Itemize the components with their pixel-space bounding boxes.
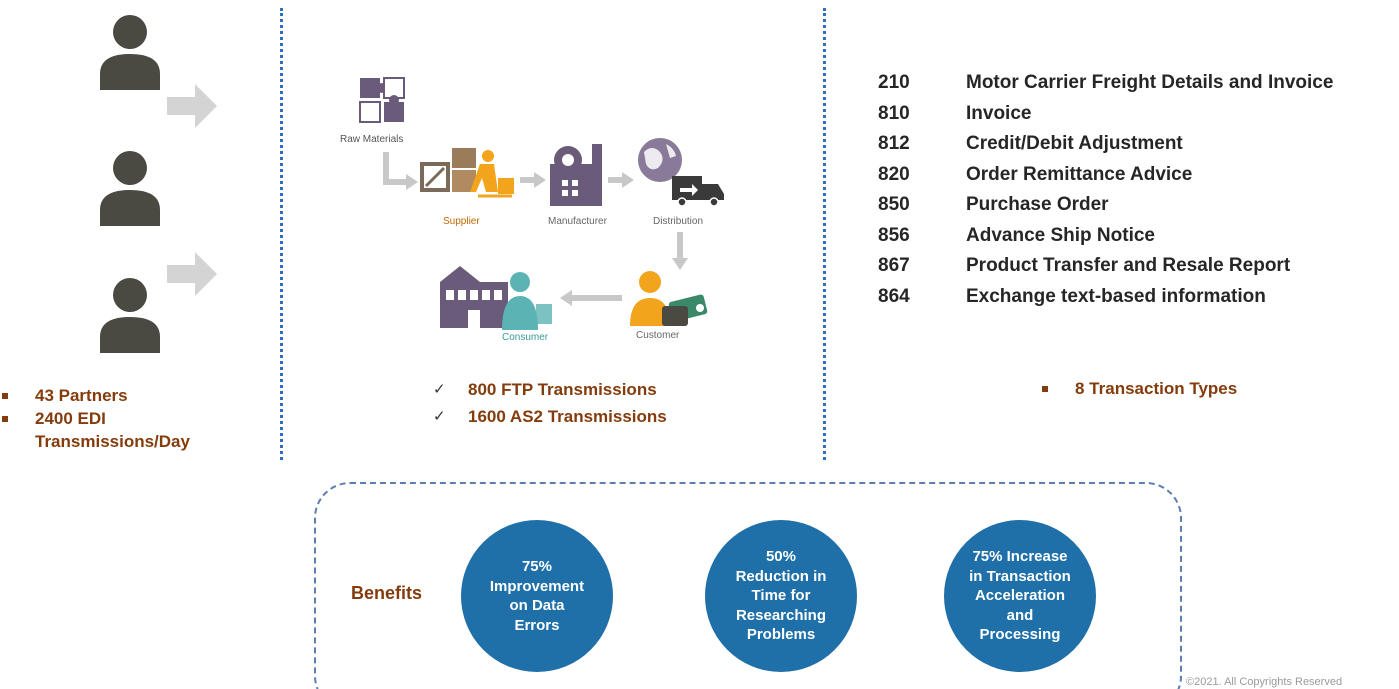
transaction-description: Exchange text-based information bbox=[966, 285, 1266, 307]
supplier-label: Supplier bbox=[443, 216, 480, 227]
transmission-stats: ✓ 800 FTP Transmissions ✓ 1600 AS2 Trans… bbox=[433, 376, 753, 430]
transaction-code: 867 bbox=[878, 255, 910, 277]
customer-icon bbox=[630, 271, 670, 326]
transaction-code: 812 bbox=[878, 133, 910, 155]
transaction-code: 820 bbox=[878, 163, 910, 185]
transaction-row: 812 Credit/Debit Adjustment bbox=[878, 129, 1333, 160]
partner-stats: 43 Partners 2400 EDI Transmissions/Day bbox=[0, 384, 240, 453]
transaction-types-count: 8 Transaction Types bbox=[1040, 377, 1300, 400]
manufacturer-label: Manufacturer bbox=[548, 216, 608, 227]
truck-icon bbox=[672, 176, 724, 207]
arrow-right-icon bbox=[167, 84, 217, 128]
transaction-code: 856 bbox=[878, 224, 910, 246]
check-icon: ✓ bbox=[433, 407, 446, 425]
transaction-description: Order Remittance Advice bbox=[966, 163, 1193, 185]
transaction-description: Credit/Debit Adjustment bbox=[966, 133, 1183, 155]
transaction-code: 210 bbox=[878, 72, 910, 94]
check-icon: ✓ bbox=[433, 380, 446, 398]
globe-icon bbox=[638, 138, 682, 182]
transaction-description: Invoice bbox=[966, 102, 1032, 124]
transaction-description: Motor Carrier Freight Details and Invoic… bbox=[966, 72, 1334, 94]
transaction-list: 210 Motor Carrier Freight Details and In… bbox=[878, 68, 1333, 312]
ftp-transmissions: ✓ 800 FTP Transmissions bbox=[433, 376, 753, 403]
person-icon bbox=[100, 278, 160, 353]
transaction-code: 850 bbox=[878, 194, 910, 216]
benefit-circle-research-time: 50% Reduction in Time for Researching Pr… bbox=[705, 520, 857, 672]
customer-label: Customer bbox=[636, 330, 680, 341]
transaction-description: Purchase Order bbox=[966, 194, 1109, 216]
transaction-summary: 8 Transaction Types bbox=[1040, 377, 1300, 400]
consumer-label: Consumer bbox=[502, 332, 549, 343]
distribution-label: Distribution bbox=[653, 216, 703, 227]
supplier-worker-icon bbox=[470, 150, 514, 198]
person-icon bbox=[100, 151, 160, 226]
benefits-panel bbox=[314, 482, 1182, 689]
transaction-code: 810 bbox=[878, 102, 910, 124]
transaction-row: 856 Advance Ship Notice bbox=[878, 221, 1333, 252]
puzzle-icon bbox=[359, 77, 405, 123]
factory-icon bbox=[550, 144, 602, 206]
edi-transmissions-per-day: 2400 EDI Transmissions/Day bbox=[0, 407, 240, 453]
arrow-right-icon bbox=[167, 252, 217, 296]
consumer-icon bbox=[502, 272, 552, 330]
raw-materials-label: Raw Materials bbox=[340, 134, 403, 145]
benefit-circle-data-errors: 75% Improvement on Data Errors bbox=[461, 520, 613, 672]
money-icon bbox=[662, 294, 708, 326]
copyright-text: ©2021. All Copyrights Reserved bbox=[1186, 676, 1343, 688]
supply-chain-diagram: Raw Materials Supplier bbox=[340, 77, 724, 343]
transaction-row: 820 Order Remittance Advice bbox=[878, 160, 1333, 191]
divider-right bbox=[823, 8, 826, 460]
as2-transmissions: ✓ 1600 AS2 Transmissions bbox=[433, 403, 753, 430]
transaction-row: 810 Invoice bbox=[878, 99, 1333, 130]
divider-left bbox=[280, 8, 283, 460]
store-icon bbox=[440, 266, 508, 328]
partner-count: 43 Partners bbox=[0, 384, 240, 407]
crate-icon bbox=[420, 148, 476, 192]
transaction-row: 850 Purchase Order bbox=[878, 190, 1333, 221]
transaction-code: 864 bbox=[878, 285, 910, 307]
transaction-row: 867 Product Transfer and Resale Report bbox=[878, 251, 1333, 282]
transaction-description: Product Transfer and Resale Report bbox=[966, 255, 1291, 277]
benefits-label: Benefits bbox=[351, 583, 423, 603]
person-icon bbox=[100, 15, 160, 90]
transaction-row: 210 Motor Carrier Freight Details and In… bbox=[878, 68, 1333, 99]
benefit-circle-transaction-acceleration: 75% Increase in Transaction Acceleration… bbox=[944, 520, 1096, 672]
transaction-row: 864 Exchange text-based information bbox=[878, 282, 1333, 313]
transaction-description: Advance Ship Notice bbox=[966, 224, 1155, 246]
